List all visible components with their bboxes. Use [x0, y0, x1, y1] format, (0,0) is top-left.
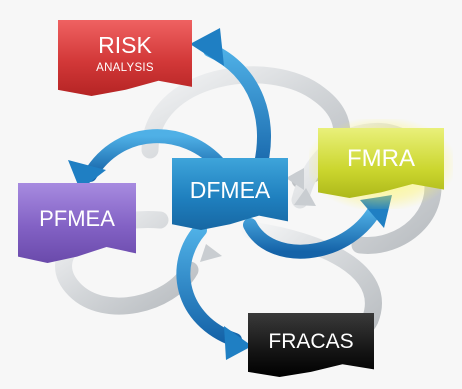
blue-arrow-head-risk — [190, 28, 224, 66]
fracas-label: FRACAS — [268, 329, 354, 353]
dfmea-label: DFMEA — [189, 176, 271, 203]
risk-label: RISK — [98, 32, 152, 58]
blue-arrow-head-fracas — [224, 326, 252, 360]
blue-arrows — [83, 43, 382, 347]
grey-arrow-head-1 — [286, 168, 304, 190]
analysis-label: ANALYSIS — [96, 62, 154, 74]
blue-arrow-head-pfmea — [68, 160, 106, 190]
pfmea-label: PFMEA — [39, 206, 115, 231]
fmra-label: FMRA — [347, 145, 415, 172]
pfmea-node: PFMEA — [18, 183, 136, 263]
blue-arrow-to-fracas — [176, 223, 242, 347]
blue-arrow-to-pfmea — [83, 129, 227, 182]
blue-arrow-to-risk — [203, 43, 271, 182]
grey-arrow-head-3 — [200, 244, 222, 262]
blue-arrow-heads — [68, 28, 392, 360]
blue-arrow-to-fmra — [243, 203, 382, 259]
